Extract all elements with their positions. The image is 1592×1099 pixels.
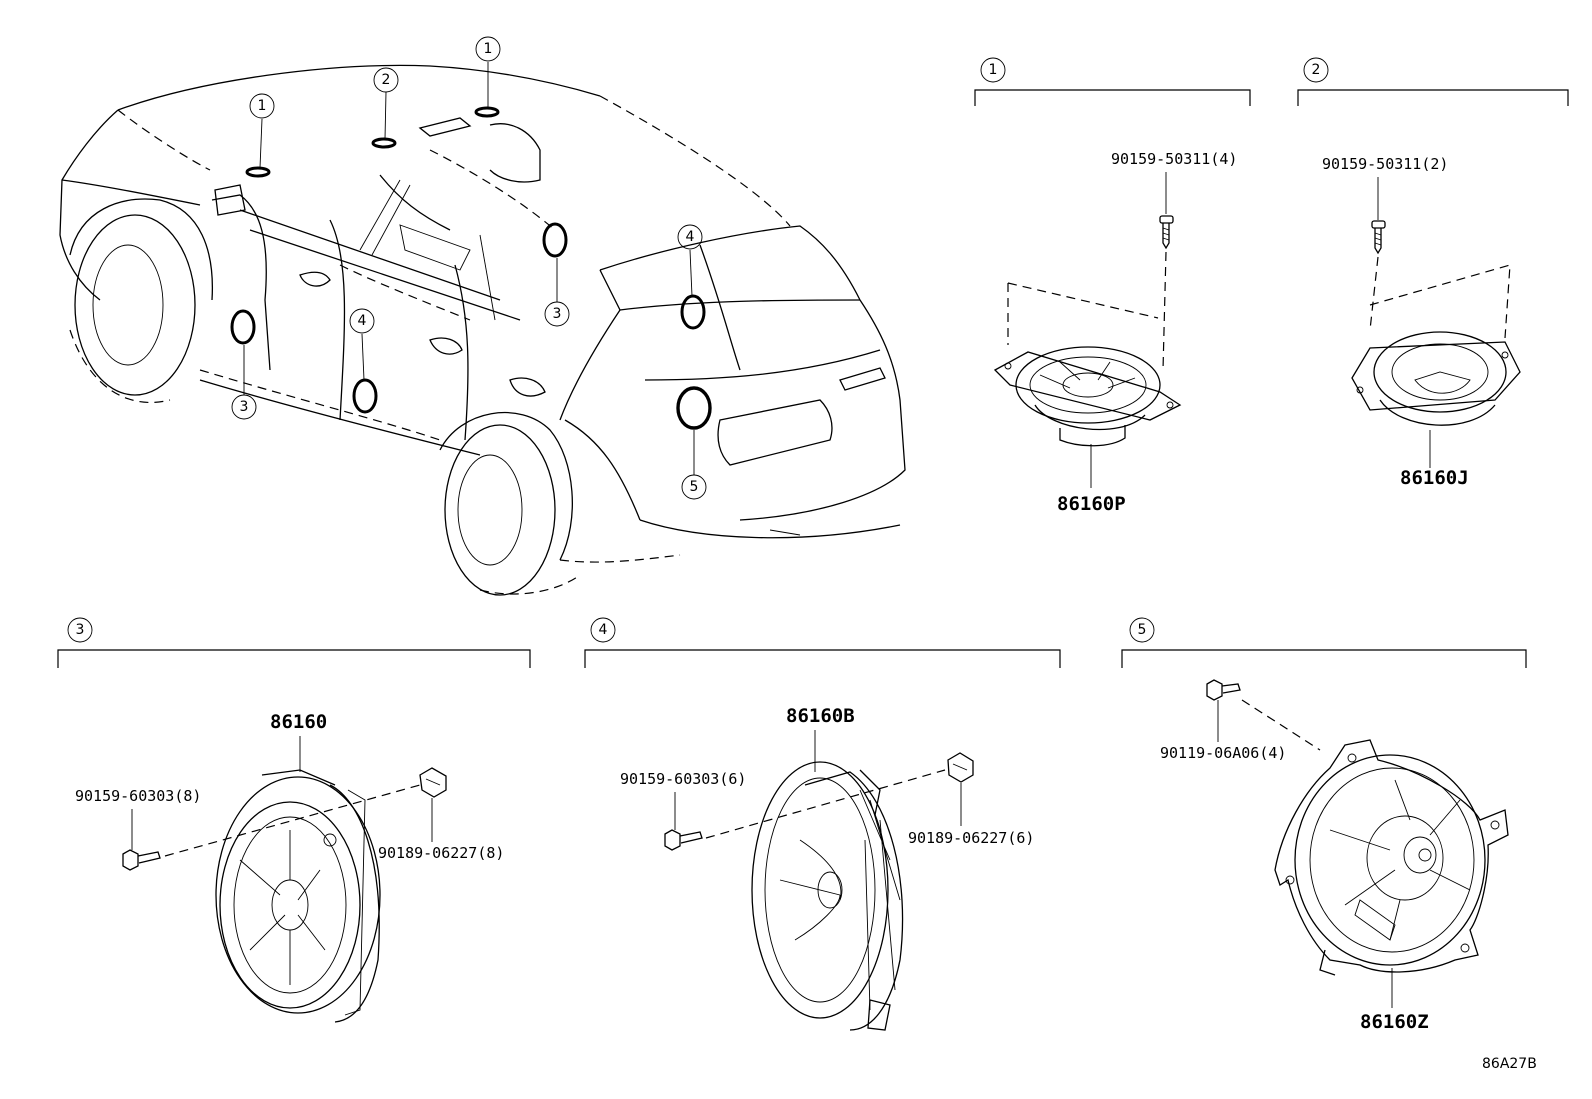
group-3-speaker-part-number: 86160 (270, 711, 327, 733)
svg-text:4: 4 (686, 229, 695, 245)
screw-icon (1159, 215, 1174, 250)
group-3-bracket: 3 (57, 617, 531, 668)
group-1-speaker-part-number: 86160P (1057, 493, 1126, 515)
group-1-screw-part-number: 90159-50311(4) (1111, 150, 1237, 168)
svg-text:5: 5 (1138, 622, 1147, 638)
group-5-screw-part-number: 90119-06A06(4) (1160, 744, 1286, 762)
clip-nut-icon (947, 752, 974, 783)
callout-3-front-door: 3 (231, 394, 257, 420)
svg-text:4: 4 (358, 313, 367, 329)
door-speaker-icon (751, 761, 904, 1031)
screw-icon (1371, 220, 1386, 255)
group-4-screw-part-number: 90159-60303(6) (620, 770, 746, 788)
tweeter-speaker-icon (1351, 331, 1521, 426)
speaker-location-markers (230, 62, 712, 475)
screw-icon (1206, 679, 1241, 701)
callout-1-roof-front: 1 (249, 93, 275, 119)
group-4-bracket: 4 (584, 617, 1061, 668)
svg-text:3: 3 (240, 399, 249, 415)
group-2-bracket: 2 (1297, 57, 1569, 106)
group-1-bracket: 1 (974, 57, 1251, 106)
screw-icon (664, 829, 703, 851)
woofer-speaker-icon (1274, 739, 1509, 976)
tweeter-speaker-icon (993, 346, 1182, 447)
svg-text:2: 2 (1312, 62, 1321, 78)
clip-nut-icon (419, 767, 447, 798)
group-5-bracket: 5 (1121, 617, 1527, 668)
group-2-speaker-part-number: 86160J (1400, 467, 1469, 489)
group-3-nut-part-number: 90189-06227(8) (378, 844, 504, 862)
group-5-speaker-part-number: 86160Z (1360, 1011, 1429, 1033)
group-4-speaker-part-number: 86160B (786, 705, 855, 727)
svg-text:1: 1 (258, 98, 267, 114)
svg-text:2: 2 (382, 72, 391, 88)
svg-text:1: 1 (484, 41, 493, 57)
group-4-nut-part-number: 90189-06227(6) (908, 829, 1034, 847)
group-3-screw-part-number: 90159-60303(8) (75, 787, 201, 805)
screw-icon (122, 849, 161, 871)
group-2-screw-part-number: 90159-50311(2) (1322, 155, 1448, 173)
callout-3-rear-side: 3 (544, 301, 570, 327)
svg-text:3: 3 (553, 306, 562, 322)
callout-5-rear-quarter: 5 (681, 474, 707, 500)
svg-text:1: 1 (989, 62, 998, 78)
svg-text:3: 3 (76, 622, 85, 638)
svg-text:5: 5 (690, 479, 699, 495)
callout-2-roof-mid: 2 (373, 67, 399, 93)
callout-4-rear-door: 4 (349, 308, 375, 334)
svg-text:4: 4 (599, 622, 608, 638)
diagram-code: 86A27B (1482, 1056, 1537, 1072)
door-speaker-icon (215, 769, 381, 1023)
callout-1-roof-rear: 1 (475, 36, 501, 62)
callout-4-hatch: 4 (677, 224, 703, 250)
vehicle-outline-icon (59, 64, 906, 596)
